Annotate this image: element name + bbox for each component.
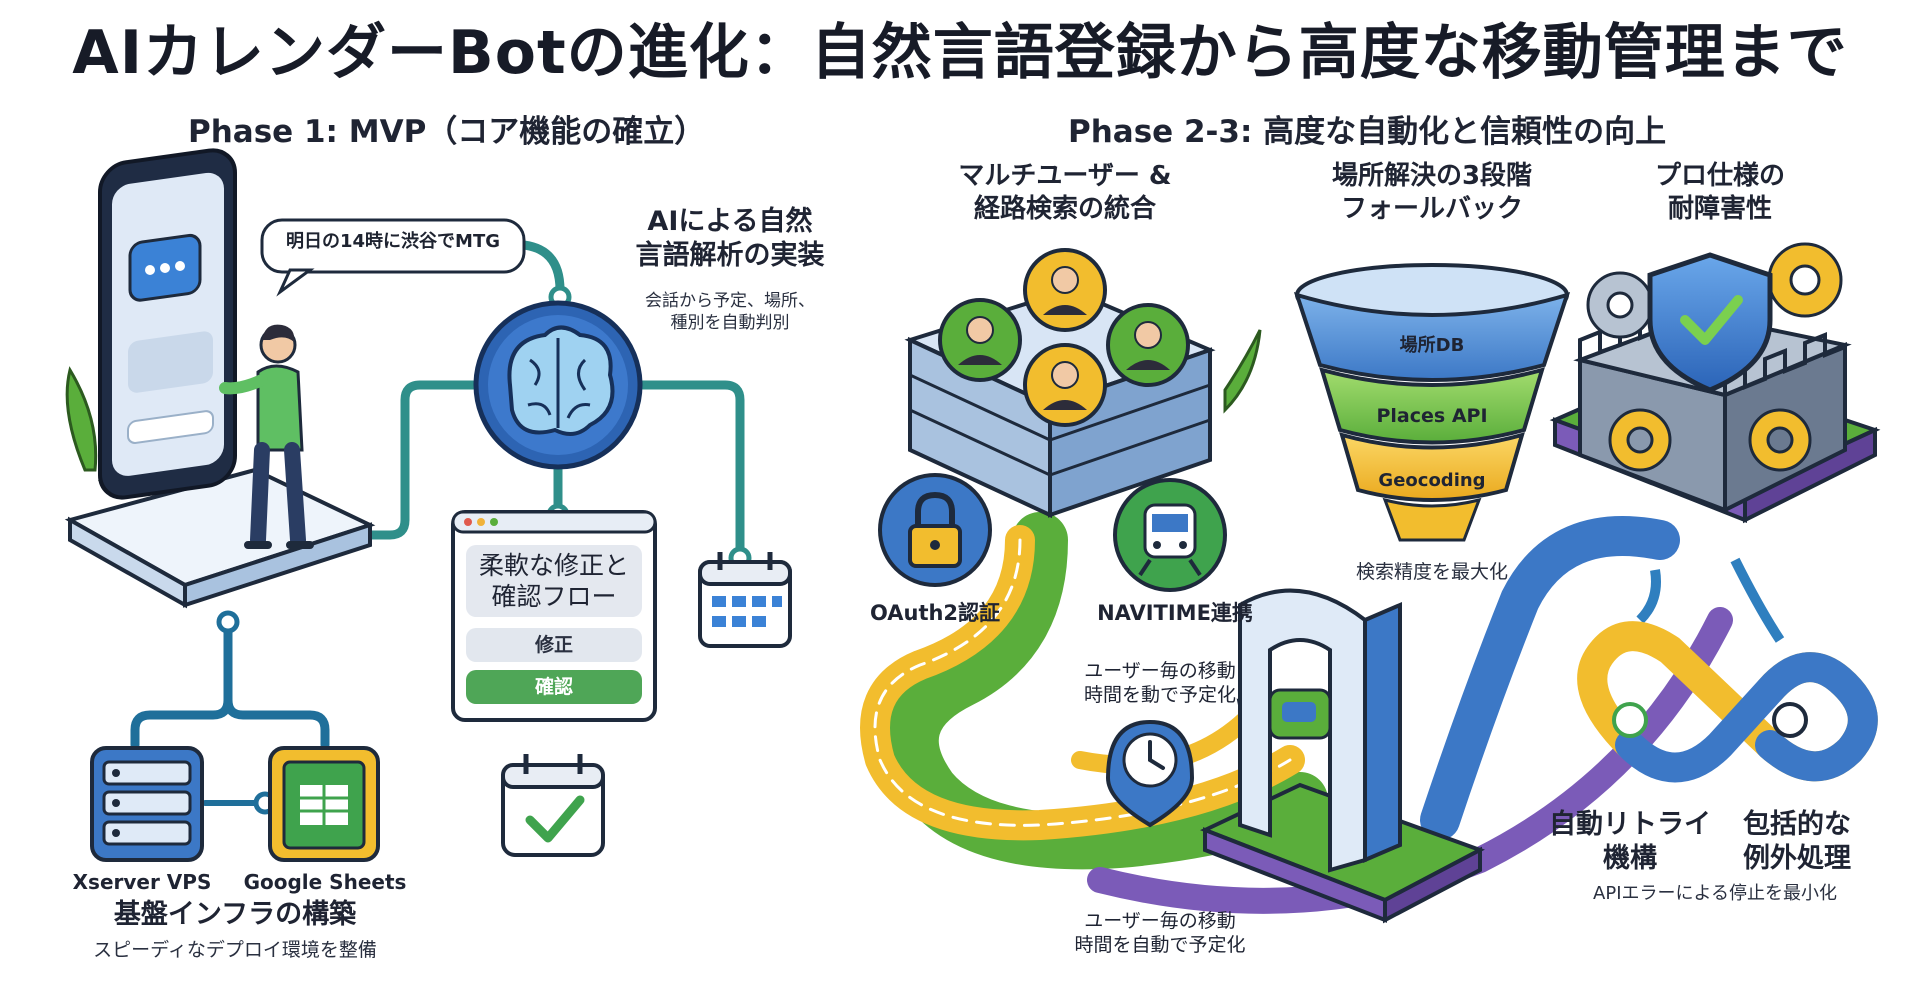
dialog-window [451,510,657,722]
travel-note-top: ユーザー毎の移動 時間を動で予定化 [1060,660,1260,708]
travel-line2: 時間を動で予定化 [1083,683,1236,706]
user-avatar-icon [1106,303,1190,387]
multiuser-line1: マルチユーザー & [958,161,1172,191]
travel-bottom-line1: ユーザー毎の移動 [1084,910,1236,932]
chat-bubble-text: 明日の14時に渋谷でMTG [285,231,500,252]
tier-places-api: Places API [1376,405,1488,427]
page-title: AIカレンダーBotの進化：自然言語登録から高度な移動管理まで [72,18,1848,88]
calendar-icon [698,552,792,648]
oauth-label: OAuth2認証 [869,601,1001,625]
phase2-heading: Phase 2-3: 高度な自動化と信頼性の向上 [1068,114,1667,150]
server-icon [90,746,204,862]
shield-check-icon [1647,252,1773,393]
gear-icon [1586,271,1654,339]
api-error-note: APIエラーによる停止を最小化 [1593,883,1837,904]
exception-line1: 包括的な [1743,809,1851,840]
person-icon [219,324,314,549]
phase1-heading: Phase 1: MVP（コア機能の確立） [188,114,706,150]
user-avatar-icon [1023,248,1107,332]
multiuser-title: マルチユーザー & 経路検索の統合 [930,160,1200,225]
resilience-line2: 耐障害性 [1667,193,1772,224]
tier-geocoding: Geocoding [1378,470,1486,491]
ai-desc-line1: 会話から予定、場所、 [645,291,815,311]
smartphone-icon [98,148,237,500]
travel-note-bottom: ユーザー毎の移動 時間を自動で予定化 [1050,910,1270,958]
confirm-button[interactable]: 確認 [466,670,642,704]
dialog-title-line2: 確認フロー [491,582,617,612]
multiuser-line2: 経路検索の統合 [973,193,1156,224]
exception-label: 包括的な 例外処理 [1722,808,1872,876]
ai-feature-title: AIによる自然 言語解析の実装 [620,205,840,273]
user-avatar-icon [1023,343,1107,427]
spreadsheet-icon [268,746,380,862]
fix-button[interactable]: 修正 [466,628,642,662]
infra-title: 基盤インフラの構築 [113,899,357,930]
brain-icon [473,300,643,470]
resilience-line1: プロ仕様の [1654,161,1785,191]
lock-icon [878,473,992,587]
travel-line1: ユーザー毎の移動 [1084,660,1236,682]
travel-bottom-line2: 時間を自動で予定化 [1074,933,1246,956]
ai-desc-line2: 種別を自動判別 [670,313,790,334]
ai-title-line2: 言語解析の実装 [635,239,825,271]
server-label: Xserver VPS [72,870,212,894]
infinity-loop-icon [1577,621,1878,783]
fallback-title: 場所解決の3段階 フォールバック [1272,160,1592,225]
train-icon [1113,478,1227,592]
fallback-funnel [1293,263,1571,542]
ai-title-line1: AIによる自然 [647,206,813,237]
resilience-title: プロ仕様の 耐障害性 [1620,160,1820,225]
dialog-title: 柔軟な修正と 確認フロー [466,550,642,613]
user-avatar-icon [938,298,1022,382]
chat-bubble [260,218,526,297]
calendar-check-icon [501,754,605,857]
tier-location-db: 場所DB [1399,335,1465,356]
retry-label: 自動リトライ 機構 [1540,808,1720,876]
fallback-line1: 場所解決の3段階 [1331,161,1533,191]
dialog-title-line1: 柔軟な修正と [478,551,629,580]
gear-icon [1608,242,1843,472]
accuracy-note: 検索精度を最大化 [1355,561,1508,583]
fallback-line2: フォールバック [1340,193,1523,224]
sheets-label: Google Sheets [243,870,407,894]
retry-line1: 自動リトライ [1549,809,1711,840]
retry-line2: 機構 [1603,842,1657,874]
navitime-label: NAVITIME連携 [1097,601,1253,625]
clock-pin-icon [1105,719,1195,828]
exception-line2: 例外処理 [1743,842,1851,874]
infra-desc: スピーディなデプロイ環境を整備 [93,939,377,961]
arch-gate [1199,588,1485,924]
